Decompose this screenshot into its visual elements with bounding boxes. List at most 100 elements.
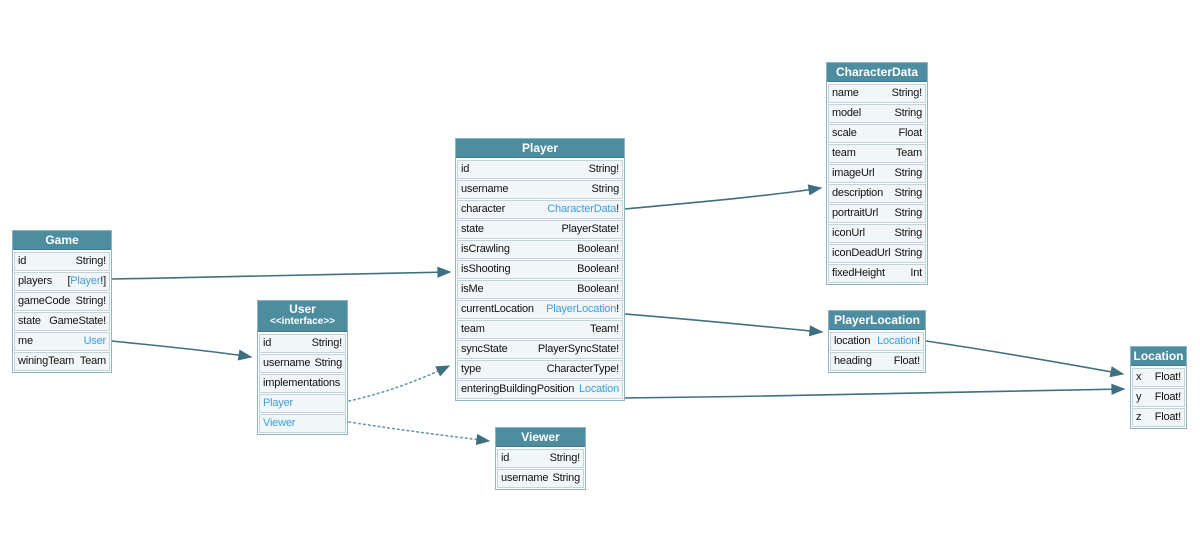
field-type: String: [894, 205, 922, 222]
field-name: fixedHeight: [832, 267, 885, 279]
type-text: Team: [895, 147, 922, 159]
type-text: String!: [549, 452, 581, 464]
type-text: String: [894, 187, 922, 199]
edge-user-viewer-to-viewer: [348, 421, 491, 446]
type-link[interactable]: User: [83, 335, 107, 347]
type-title: Location: [1133, 349, 1184, 363]
type-node-location-header[interactable]: Location: [1131, 347, 1186, 366]
field-row-player[interactable]: Player: [259, 394, 346, 413]
field-name: iconUrl: [832, 227, 865, 239]
type-text: !: [616, 303, 619, 315]
type-node-viewer-header[interactable]: Viewer: [496, 428, 585, 447]
edge-game-me-to-user: [111, 340, 253, 361]
field-type: Float!: [1155, 369, 1182, 386]
type-title: CharacterData: [835, 65, 919, 79]
field-row-currentlocation[interactable]: currentLocation PlayerLocation!: [457, 300, 623, 319]
type-link[interactable]: Player: [70, 275, 101, 287]
field-row-me[interactable]: me User: [14, 332, 110, 351]
field-row-iconurl[interactable]: iconUrl String: [828, 224, 926, 243]
type-node-characterdata-header[interactable]: CharacterData: [827, 63, 927, 82]
field-name: scale: [832, 127, 857, 139]
field-row-enteringbuildingposition[interactable]: enteringBuildingPosition Location: [457, 380, 623, 399]
field-name: enteringBuildingPosition: [461, 383, 575, 395]
field-name: username: [263, 357, 311, 369]
type-text: String: [894, 227, 922, 239]
field-name: name: [832, 87, 859, 99]
field-name: currentLocation: [461, 303, 534, 315]
field-type: Location: [579, 381, 619, 398]
field-type: Team!: [590, 321, 619, 338]
type-link[interactable]: PlayerLocation: [546, 303, 617, 315]
field-row-viewer[interactable]: Viewer: [259, 414, 346, 433]
type-node-game-header[interactable]: Game: [13, 231, 111, 250]
type-text: String: [314, 357, 342, 369]
edge-playerlocation-location-to-location: [925, 340, 1125, 378]
field-type: String!: [312, 335, 343, 352]
type-link[interactable]: Location: [579, 383, 619, 395]
implementation-link[interactable]: Player: [263, 397, 293, 409]
field-name: me: [18, 335, 33, 347]
type-link[interactable]: CharacterData: [547, 203, 617, 215]
field-name: implementations: [263, 377, 341, 389]
type-node-player-header[interactable]: Player: [456, 139, 624, 158]
implementation-link[interactable]: Viewer: [263, 417, 296, 429]
field-row-implementations[interactable]: implementations: [259, 374, 346, 393]
field-name: players: [18, 275, 53, 287]
type-link[interactable]: Location: [877, 335, 918, 347]
type-text: !: [616, 203, 619, 215]
type-text: String: [552, 472, 580, 484]
field-row-players[interactable]: players[Player!]: [14, 272, 110, 291]
field-type: String: [591, 181, 619, 198]
field-type: Location!: [877, 333, 920, 350]
field-type: Boolean!: [577, 261, 619, 278]
field-name: imageUrl: [832, 167, 875, 179]
field-name: model: [832, 107, 861, 119]
field-type: String: [314, 355, 342, 372]
type-node-user-header[interactable]: User <<interface>>: [258, 301, 347, 332]
edge-player-currentlocation-to-playerlocation: [624, 313, 824, 337]
type-node-playerlocation-header[interactable]: PlayerLocation: [829, 311, 925, 330]
field-name: y: [1136, 391, 1142, 403]
field-type: String!: [76, 253, 107, 270]
